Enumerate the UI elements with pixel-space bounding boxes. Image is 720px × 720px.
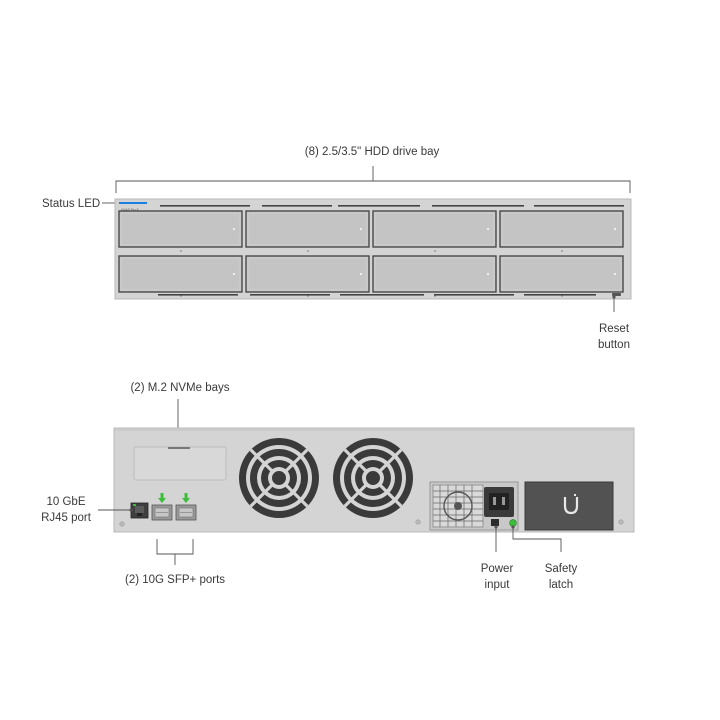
latch-label-1: Safety	[545, 563, 578, 575]
front-brand-label: UNAS Pro 8	[121, 208, 139, 212]
drive-bay	[499, 210, 624, 252]
status-led	[119, 202, 147, 204]
drive-bay	[118, 255, 243, 297]
sfp-bracket	[156, 539, 194, 555]
latch-label-2: latch	[549, 579, 573, 591]
drive-bay	[118, 210, 243, 252]
drive-bay	[499, 255, 624, 297]
rear-screw-left	[119, 521, 125, 527]
drive-bay	[372, 210, 497, 252]
fans	[239, 438, 413, 518]
status-led-label: Status LED	[42, 198, 100, 210]
rj45-label-1: 10 GbE	[47, 496, 86, 508]
reset-label-1: Reset	[599, 323, 630, 335]
power-supply	[429, 481, 519, 531]
fan-grille-icon	[239, 438, 319, 518]
rear-screw-mid	[415, 519, 421, 525]
rear-screw-right	[618, 519, 624, 525]
power-label-2: input	[485, 579, 511, 591]
sfp-port	[175, 493, 197, 521]
fan-grille-icon	[333, 438, 413, 518]
sfp-port	[151, 493, 173, 521]
rear-view: (2) M.2 NVMe bays 10 GbE RJ45 port (2) 1…	[41, 382, 635, 591]
front-view: (8) 2.5/3.5" HDD drive bay Status LED UN…	[42, 146, 632, 351]
nvme-bay-cover	[133, 446, 227, 481]
top-vent-slots	[160, 205, 624, 207]
drive-bays	[118, 210, 624, 297]
sfp-label: (2) 10G SFP+ ports	[125, 574, 225, 586]
reset-button	[612, 293, 621, 296]
power-label-1: Power	[481, 563, 514, 575]
latch-leader	[512, 527, 562, 552]
hdd-bay-label: (8) 2.5/3.5" HDD drive bay	[305, 146, 440, 158]
nvme-latch	[168, 447, 190, 449]
rj45-label-2: RJ45 port	[41, 512, 92, 524]
bottom-vent-slots	[158, 294, 596, 296]
drive-bay	[245, 255, 370, 297]
ubiquiti-logo-icon	[563, 494, 579, 515]
psu-blank-slot	[524, 481, 614, 531]
nvme-label: (2) M.2 NVMe bays	[130, 382, 229, 394]
hdd-bay-bracket	[115, 180, 631, 193]
sfp-ports	[151, 493, 197, 521]
safety-latch	[509, 519, 517, 527]
reset-label-2: button	[598, 339, 630, 351]
drive-bay	[372, 255, 497, 297]
drive-bay	[245, 210, 370, 252]
